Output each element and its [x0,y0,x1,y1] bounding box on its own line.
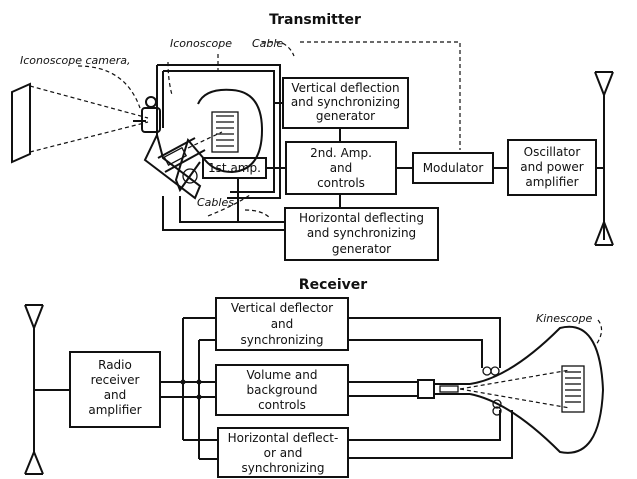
receiver-title: Receiver [299,277,367,293]
oscillator-line-1: Oscillator [524,145,581,159]
iconoscope-tube-icon [157,88,264,193]
label-leaders-transmitter [77,41,295,219]
transmitter-antenna-top-icon [594,71,614,98]
modulator-label: Modulator [423,161,484,175]
rx-vertical-line-1: Vertical deflector [231,301,333,315]
iconoscope-label: Iconoscope [170,37,232,50]
horizontal-deflector-box: Horizontal deflect- or and synchronizing [217,427,349,478]
cables-label: Cables [197,196,234,209]
rx-horizontal-line-1: Horizontal deflect- [228,431,339,445]
second-amp-box: 2nd. Amp. and controls [285,141,397,195]
radio-receiver-amplifier-box: Radio receiver and amplifier [69,351,161,428]
kinescope-label: Kinescope [536,312,593,325]
vertical-gen-line-3: generator [316,109,375,123]
rx-horizontal-line-3: synchronizing [242,461,325,475]
volume-line-2: background [247,383,318,397]
vertical-deflection-generator-box: Vertical deflection and synchronizing ge… [282,77,409,129]
amp2-line-1: 2nd. Amp. [310,146,372,160]
horizontal-deflecting-generator-box: Horizontal deflecting and synchronizing … [284,207,439,261]
scene-panel [11,82,31,164]
oscillator-line-3: amplifier [525,175,578,189]
volume-background-controls-box: Volume and background controls [215,364,349,416]
horizontal-gen-line-2: and synchronizing [307,226,416,240]
modulator-box: Modulator [412,152,494,184]
amp2-line-3: controls [317,176,365,190]
oscillator-line-2: and power [520,160,584,174]
volume-line-3: controls [258,398,306,412]
vertical-gen-line-1: Vertical deflection [291,81,399,95]
first-amp-box: 1st.amp. [202,157,267,179]
rx-vertical-line-3: synchronizing [241,333,324,347]
cable-dashed-top [300,41,461,150]
radio-line-3: and [104,388,127,402]
transmitter-antenna-bottom-icon [594,219,614,246]
vertical-deflector-box: Vertical deflector and synchronizing [215,297,349,351]
receiver-antenna-bottom-icon [24,449,44,475]
vertical-gen-line-2: and synchronizing [291,95,400,109]
deflection-coils-icon [482,366,502,416]
receiver-wiring [33,317,513,460]
radio-line-4: amplifier [88,403,141,417]
iconoscope-camera-label: Iconoscope camera, [20,54,131,67]
light-rays [29,85,149,153]
transmitter-title: Transmitter [269,12,361,28]
horizontal-gen-line-3: generator [332,242,391,256]
receiver-antenna-top-icon [24,304,44,331]
rx-horizontal-line-2: or and [264,446,303,460]
radio-line-1: Radio [98,358,132,372]
radio-line-2: receiver [91,373,140,387]
horizontal-gen-line-1: Horizontal deflecting [299,211,424,225]
amp2-line-2: and [330,161,353,175]
amp1-label: 1st.amp. [208,161,261,175]
rx-vertical-line-2: and [271,317,294,331]
kinescope-tube-icon [417,319,605,454]
volume-line-1: Volume and [246,368,317,382]
cable-label: Cable [252,37,283,50]
transmitter-wiring [162,95,605,240]
oscillator-power-amplifier-box: Oscillator and power amplifier [507,139,597,196]
